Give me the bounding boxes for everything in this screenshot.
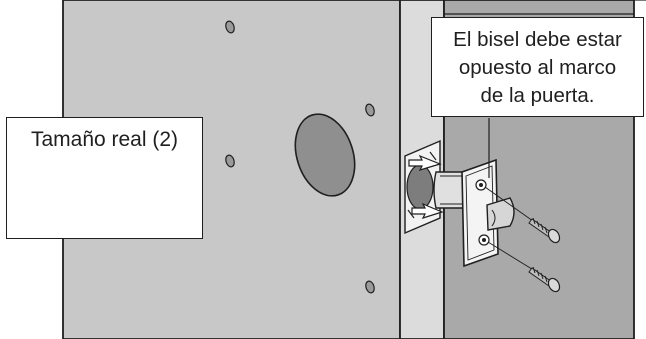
- latch-assembly: [433, 158, 515, 268]
- insertion-arrow-top: [408, 154, 442, 171]
- actual-size-callout: Tamaño real (2): [6, 117, 203, 239]
- bevel-instruction-callout: El bisel debe estar opuesto al marco de …: [431, 17, 644, 117]
- latch-screw-bottom: [528, 266, 561, 293]
- bevel-instruction-line-1: El bisel debe estar: [453, 28, 622, 51]
- bevel-instruction-line-2: opuesto al marco: [458, 56, 617, 79]
- actual-size-label: Tamaño real (2): [30, 128, 179, 151]
- mounting-hole-top: [225, 20, 235, 34]
- cross-bore-hole: [294, 113, 356, 197]
- mounting-hole-upper-right: [365, 103, 375, 117]
- bevel-instruction-text: El bisel debe estar opuesto al marco de …: [432, 26, 643, 110]
- latch-screw-top: [528, 217, 561, 244]
- mounting-hole-lower-right: [365, 280, 375, 294]
- bevel-instruction-line-3: de la puerta.: [480, 84, 595, 107]
- insertion-arrow-bottom: [411, 202, 444, 219]
- screw-guide-line-top: [484, 186, 541, 227]
- mounting-hole-left: [225, 154, 235, 168]
